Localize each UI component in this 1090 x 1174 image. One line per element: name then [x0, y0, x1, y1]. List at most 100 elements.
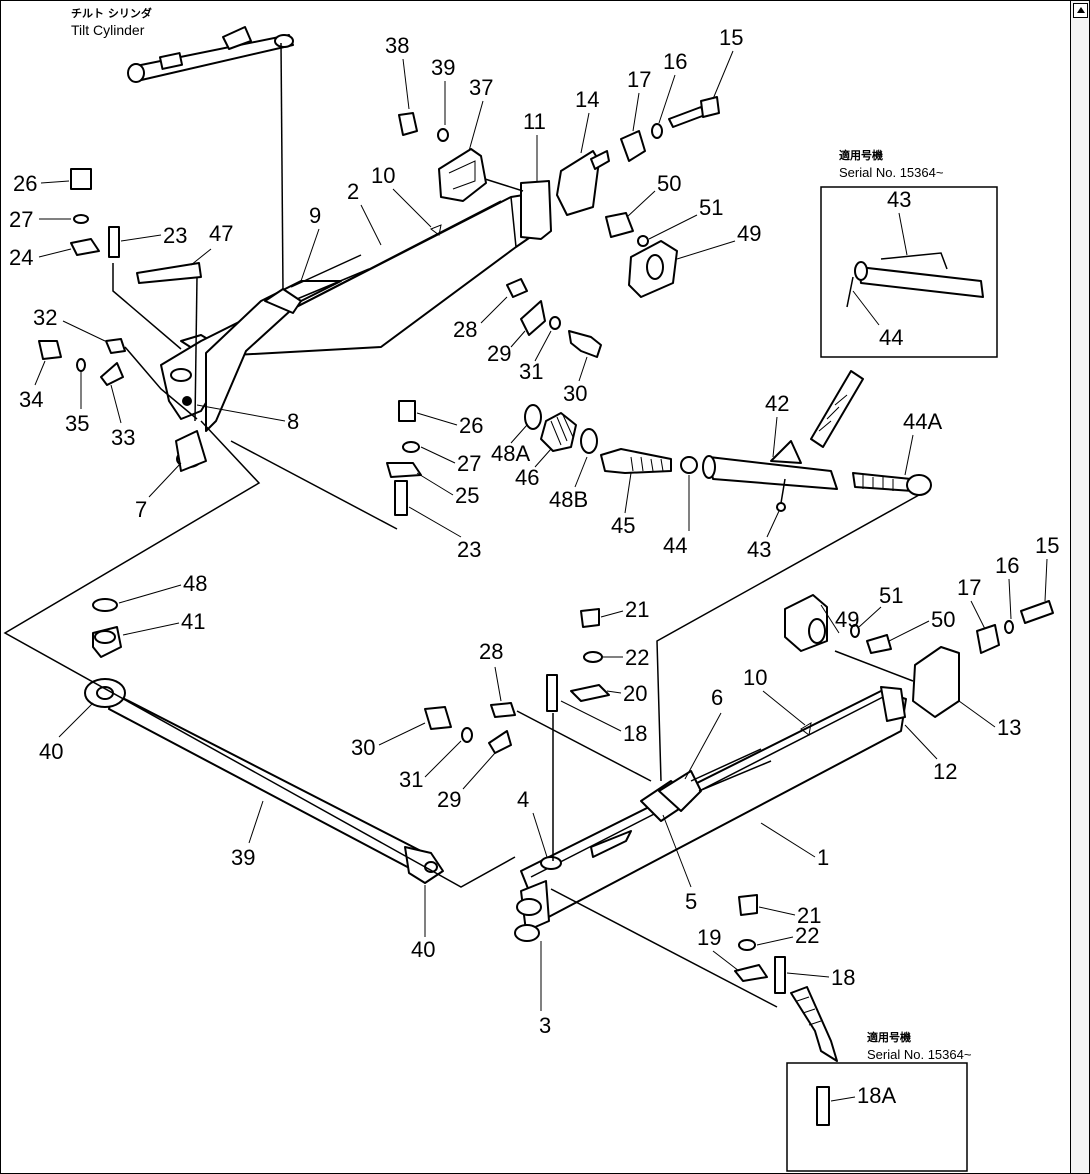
bushing-47 — [540, 412, 577, 452]
bolt-21-bottom — [738, 894, 758, 916]
leader-45-6 — [656, 494, 920, 782]
washer-22-top — [583, 651, 603, 663]
vertical-scrollbar[interactable] — [1070, 1, 1089, 1173]
callout-20: 20 — [623, 681, 647, 706]
frame-lower — [514, 686, 907, 942]
callout-9: 9 — [309, 203, 321, 228]
tilt-cylinder-label: Tilt Cylinder — [71, 22, 145, 38]
ring-48b-left — [524, 404, 542, 430]
bolt-26b — [398, 400, 416, 422]
washer-16 — [651, 123, 663, 139]
serial-inset-top — [820, 186, 998, 358]
callout-15b: 15 — [1035, 533, 1059, 558]
bracket-36 — [438, 148, 487, 202]
bolt-30b — [424, 706, 452, 730]
washer-31 — [549, 316, 561, 330]
bolt-30 — [568, 330, 602, 358]
washer-16b — [1004, 620, 1014, 634]
callout-30: 30 — [563, 381, 587, 406]
washer-27 — [73, 214, 89, 224]
callout-44: 43 — [747, 537, 771, 562]
scroll-up-arrow-icon[interactable] — [1073, 3, 1088, 18]
leader-48 — [194, 276, 198, 422]
leader-32 — [124, 346, 198, 420]
callout-31b: 31 — [399, 767, 423, 792]
callout-48: 47 — [209, 221, 233, 246]
callout-42: 41 — [181, 609, 205, 634]
callout-50b: 50 — [931, 607, 955, 632]
washer-22-bottom — [738, 939, 756, 951]
ring-48a — [92, 598, 118, 612]
callout-33: 33 — [111, 425, 135, 450]
callout-27: 27 — [9, 207, 33, 232]
callout-31: 31 — [519, 359, 543, 384]
plate-24 — [70, 238, 100, 256]
callout-36: 37 — [469, 75, 493, 100]
callout-1: 1 — [817, 845, 829, 870]
pin-18-bottom — [774, 956, 786, 994]
eye-40 — [404, 846, 444, 884]
callout-27b: 27 — [457, 451, 481, 476]
callout-13: 13 — [997, 715, 1021, 740]
callout-22-top: 22 — [625, 645, 649, 670]
bolt-50b — [866, 634, 892, 654]
callout-37: 38 — [385, 33, 409, 58]
callout-46: 45 — [611, 513, 635, 538]
callout-labels: 38 39 37 11 14 17 16 15 26 27 24 23 47 2… — [9, 25, 1059, 1108]
washer-51 — [637, 235, 649, 247]
bolt-34 — [38, 340, 62, 360]
callout-28: 28 — [453, 317, 477, 342]
tilt-cylinder-leader — [280, 42, 284, 292]
leader-36-12 — [484, 178, 524, 192]
nut-17 — [620, 130, 646, 162]
cap-13 — [912, 646, 960, 718]
callout-48a: 48 — [183, 571, 207, 596]
grease-44 — [780, 478, 786, 504]
callout-7: 7 — [135, 497, 147, 522]
bolt-50 — [605, 212, 634, 238]
plate-33 — [100, 362, 124, 386]
callout-19: 19 — [697, 925, 721, 950]
callout-22-bottom: 22 — [795, 923, 819, 948]
callout-25: 25 — [455, 483, 479, 508]
leader-18-bottom — [550, 888, 778, 1008]
inset-callout-18a: 18A — [857, 1083, 896, 1108]
callout-17: 17 — [627, 67, 651, 92]
rod-39 — [108, 692, 422, 872]
callout-10: 10 — [371, 163, 395, 188]
callout-18-bottom: 18 — [831, 965, 855, 990]
callout-48b-right: 48B — [549, 487, 588, 512]
callout-5: 5 — [685, 889, 697, 914]
callout-39: 39 — [231, 845, 255, 870]
inset-pin-18a — [816, 1086, 830, 1126]
pin-18-top — [546, 674, 558, 712]
washer-35 — [76, 358, 86, 372]
plate-25 — [386, 462, 422, 478]
bolt-21-top — [580, 608, 600, 628]
callout-23b: 23 — [457, 537, 481, 562]
washer-38 — [437, 128, 449, 142]
callout-34: 34 — [19, 387, 43, 412]
leader-main-loop — [3, 420, 516, 888]
leader-28b — [516, 710, 652, 782]
nut-17b — [976, 624, 1000, 654]
cap-14 — [556, 150, 600, 216]
callout-47: 46 — [515, 465, 539, 490]
callout-30b: 30 — [351, 735, 375, 760]
leader-49b — [834, 650, 914, 682]
tilt-cylinder — [127, 26, 294, 83]
washer-31b — [461, 727, 473, 743]
plate-19 — [734, 964, 768, 982]
bolt-37 — [398, 112, 418, 136]
inset-callout-44: 44 — [879, 325, 903, 350]
callout-15: 15 — [719, 25, 743, 50]
callout-28b: 28 — [479, 639, 503, 664]
callout-17b: 17 — [957, 575, 981, 600]
pin-28b — [490, 702, 516, 718]
callout-16: 16 — [663, 49, 687, 74]
bolt-15 — [668, 106, 706, 128]
leader-23b — [230, 440, 398, 530]
callout-8: 8 — [287, 409, 299, 434]
callout-14: 14 — [575, 87, 599, 112]
